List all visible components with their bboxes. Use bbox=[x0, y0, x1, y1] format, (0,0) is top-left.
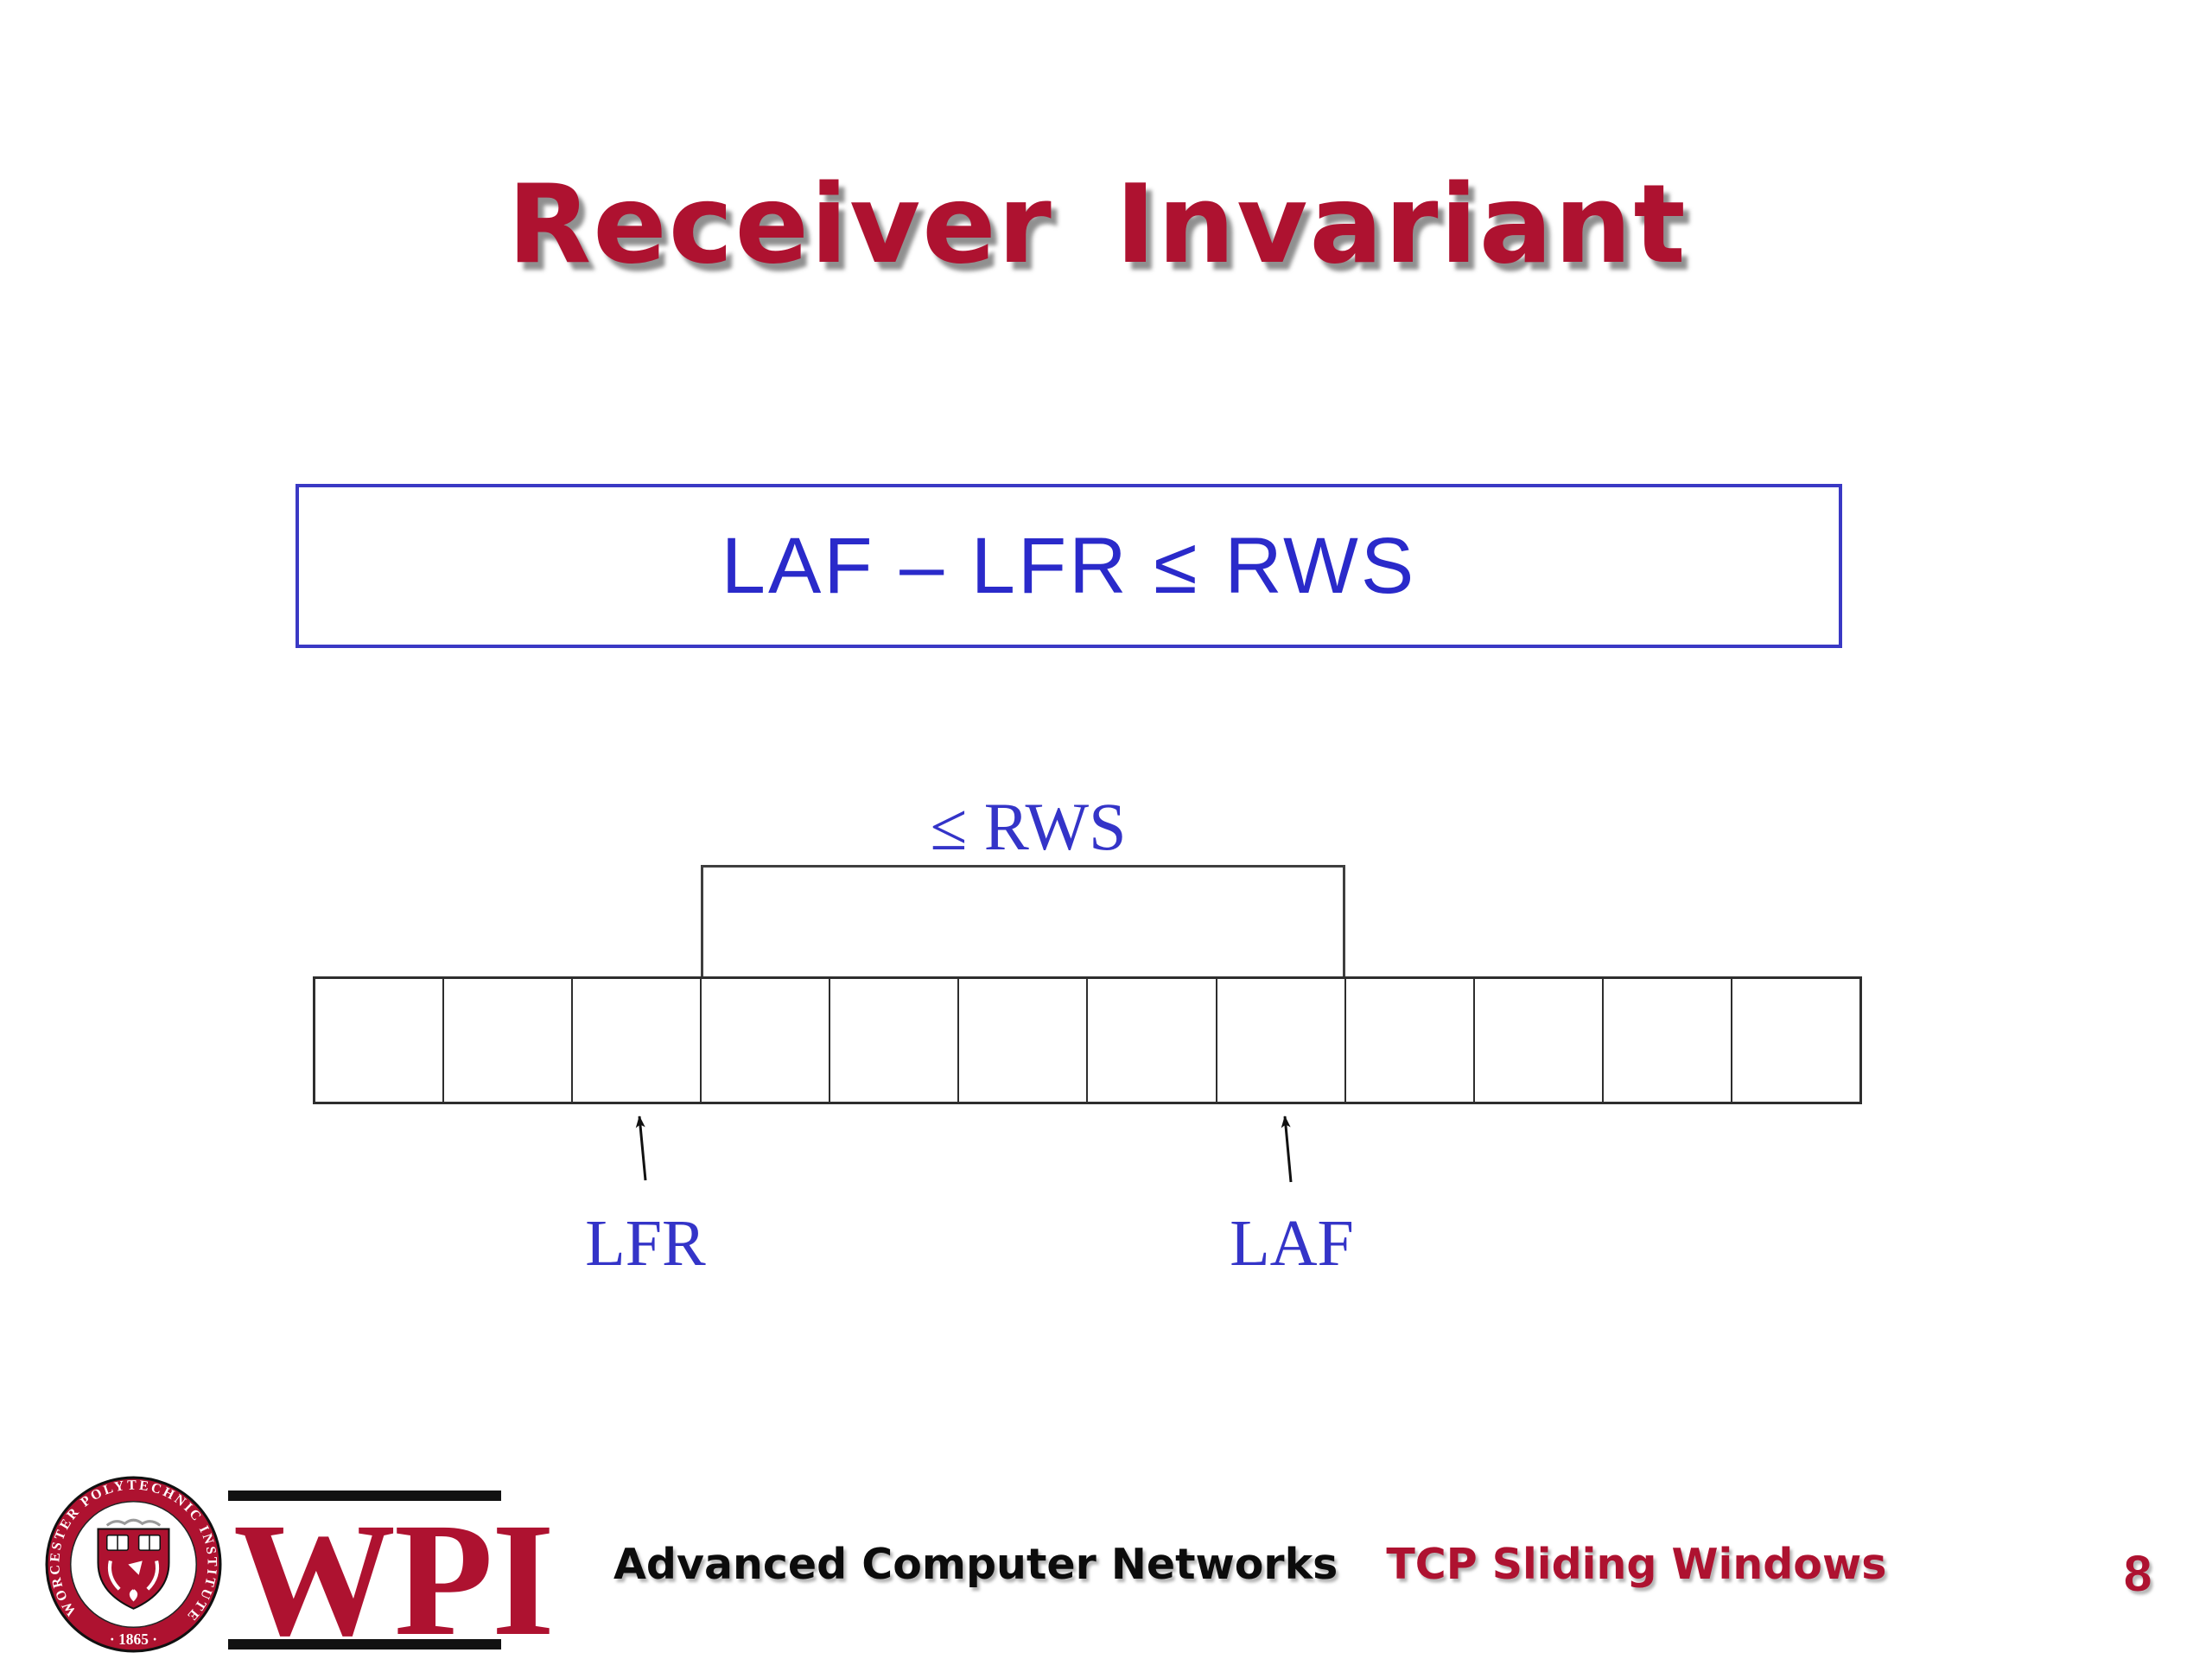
frame-cell bbox=[959, 979, 1089, 1102]
frame-row bbox=[313, 976, 1862, 1104]
footer-course: Advanced Computer Networks bbox=[613, 1540, 1338, 1589]
shield-laurel-right bbox=[146, 1560, 160, 1591]
wpi-wordmark: WPI bbox=[233, 1489, 555, 1659]
page-number: 8 bbox=[2124, 1546, 2152, 1602]
shield-arm bbox=[128, 1560, 143, 1575]
seal-crest bbox=[105, 1518, 162, 1527]
wordmark-top-rule bbox=[228, 1491, 501, 1501]
wpi-seal-icon: WORCESTER POLYTECHNIC INSTITUTE · 1865 · bbox=[45, 1476, 222, 1653]
frame-cell bbox=[1732, 979, 1859, 1102]
frame-cell bbox=[1475, 979, 1604, 1102]
frame-cell bbox=[315, 979, 445, 1102]
frame-cell bbox=[573, 979, 702, 1102]
slide-title: Receiver Invariant bbox=[507, 161, 1688, 288]
wordmark-bottom-rule bbox=[228, 1639, 501, 1649]
footer-topic: TCP Sliding Windows bbox=[1386, 1540, 1887, 1589]
frame-cell bbox=[1604, 979, 1732, 1102]
seal-year: · 1865 · bbox=[110, 1630, 157, 1648]
shield-laurel-left bbox=[107, 1560, 121, 1591]
window-size-label: ≤ RWS bbox=[930, 789, 1127, 864]
laf-label: LAF bbox=[1230, 1207, 1354, 1280]
invariant-formula: LAF – LFR ≤ RWS bbox=[721, 521, 1417, 610]
frame-cell bbox=[444, 979, 574, 1102]
pointer-arrows bbox=[635, 1116, 1293, 1183]
frame-cell bbox=[702, 979, 831, 1102]
frame-cell bbox=[1346, 979, 1475, 1102]
wpi-logo: WPI WORCESTER POLYTECHNIC INSTITUTE · 18… bbox=[45, 1476, 555, 1659]
laf-arrow bbox=[1281, 1116, 1293, 1183]
frame-cell bbox=[830, 979, 960, 1102]
lfr-arrow bbox=[635, 1116, 647, 1181]
receive-window-bracket bbox=[701, 865, 1345, 977]
footer: Advanced Computer Networks TCP Sliding W… bbox=[613, 1540, 1886, 1589]
lfr-label: LFR bbox=[585, 1207, 706, 1280]
shield-heart bbox=[129, 1589, 138, 1602]
invariant-formula-box: LAF – LFR ≤ RWS bbox=[296, 484, 1842, 648]
frame-cell bbox=[1217, 979, 1346, 1102]
frame-cell bbox=[1088, 979, 1217, 1102]
